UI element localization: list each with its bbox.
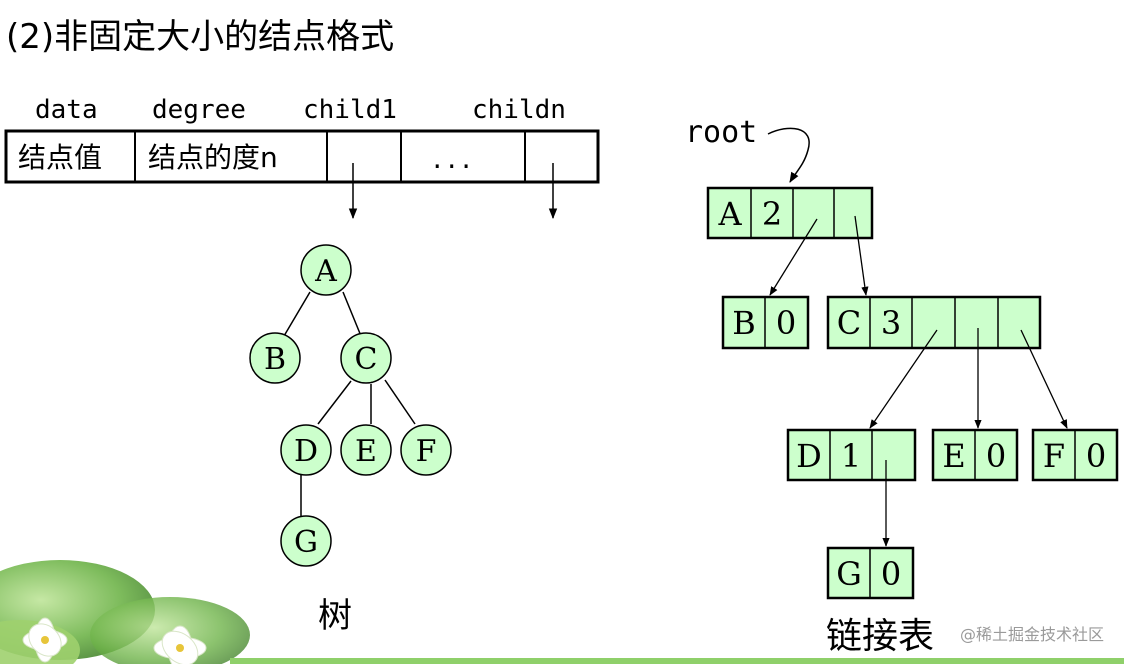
header-degree: degree [152,95,246,125]
tree-label-g: G [294,525,318,560]
tree-node-c [340,332,392,384]
root-label: root [685,115,757,150]
linked-c-degree: 3 [881,304,901,342]
cell-node-value: 结点值 [18,141,102,174]
pointer-a-c [854,215,869,296]
tree-label-c: C [355,342,378,377]
pointer-a-b [769,218,818,296]
linked-f-label: F [1043,437,1065,475]
decorative-flower-image [0,560,250,664]
pointer-c-f [1020,329,1068,429]
linked-g-degree: 0 [881,555,901,593]
root-arrow [767,127,810,183]
tree-label-e: E [355,434,377,469]
tree-node-d [280,424,332,476]
pointer-c-d [869,329,938,429]
linked-e-label: E [942,437,965,475]
linked-d-degree: 1 [841,437,861,475]
linked-list-diagram: root A 2 B [685,115,1119,600]
tree-edge-c-d [317,380,352,425]
tree-label-a: A [314,254,337,289]
bottom-stripe [230,658,1124,664]
linked-b-degree: 0 [776,304,796,342]
tree-edge-a-b [283,291,311,337]
tree-label-f: F [416,434,437,469]
watermark-text: @稀土掘金技术社区 [960,625,1104,644]
header-child1: child1 [303,95,397,125]
linked-e-degree: 0 [986,437,1006,475]
tree-node-f [400,424,452,476]
linked-caption: 链接表 [826,616,934,657]
tree-node-e [340,424,392,476]
tree-label-d: D [294,434,318,469]
tree-node-g [280,515,332,567]
linked-f-degree: 0 [1086,437,1106,475]
linked-node-d-box [786,428,917,482]
linked-a-degree: 2 [762,195,782,233]
tree-edge-a-c [342,291,362,337]
tree-caption: 树 [318,596,352,636]
tree-node-b [249,332,301,384]
cell-node-degree: 结点的度n [148,141,278,174]
linked-a-label: A [717,195,742,233]
cell-ellipsis: ... [430,146,473,174]
linked-node-a-box [706,186,874,240]
tree-label-b: B [264,342,286,377]
linked-b-label: B [732,304,756,342]
tree-edge-c-f [384,379,416,425]
tree-diagram: A B C D E F G [249,244,452,567]
linked-node-c-box [826,295,1042,350]
header-data: data [35,95,98,125]
node-format-record: 结点值 结点的度n ... [4,129,600,184]
linked-d-label: D [796,437,822,475]
linked-c-label: C [837,304,861,342]
linked-g-label: G [836,555,862,593]
tree-node-a [300,244,352,296]
page-title: (2)非固定大小的结点格式 [6,17,394,57]
header-childn: childn [472,95,566,125]
